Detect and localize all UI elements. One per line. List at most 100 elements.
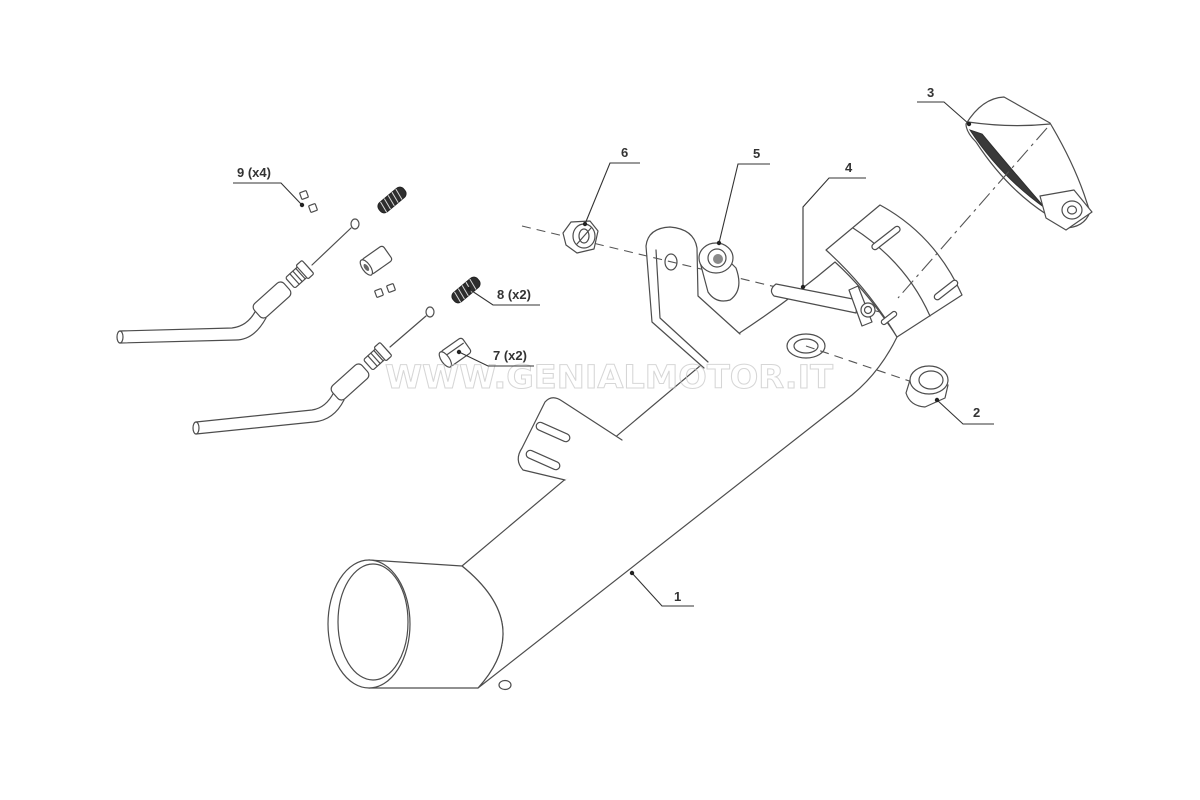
callout-label: 6 (621, 145, 628, 160)
coil-turn (391, 191, 399, 203)
cable-sheath (119, 309, 267, 344)
bolt-boss-inner (863, 305, 873, 315)
callout-8: 8 (x2) (466, 286, 540, 306)
adjuster-nut (373, 342, 392, 361)
cable-sheath (195, 391, 345, 435)
callout-label: 9 (x4) (237, 165, 271, 180)
thread-ridge (292, 270, 303, 283)
callout-leader (802, 177, 866, 287)
spring-coil (451, 276, 481, 304)
cable-sheath-end (192, 421, 200, 435)
callout-2: 2 (934, 397, 994, 425)
spring-coil (377, 186, 407, 214)
upper-bracket-edge (655, 249, 709, 363)
cable-lower (192, 306, 435, 435)
callout-label: 2 (973, 405, 980, 420)
callout-7: 7 (x2) (456, 348, 534, 367)
coil-turn (387, 195, 395, 207)
callout-dot (629, 570, 635, 576)
cable-sheath-end (116, 330, 124, 344)
coil-turn (454, 291, 462, 303)
callout-dot (716, 240, 722, 246)
bushing-bore-shadow (713, 254, 723, 264)
lower-bracket-slot (525, 449, 561, 471)
bolt-shank (770, 283, 859, 314)
sleeve-slit (446, 342, 464, 356)
cable-ferrule (330, 363, 370, 401)
cable-ferrule (252, 281, 292, 319)
callout-dot (800, 284, 806, 290)
part-7-sleeve (438, 337, 472, 368)
part-4-bolt (770, 283, 876, 327)
callout-leader (458, 351, 534, 367)
cable-adjuster (285, 260, 314, 289)
coil-turn (461, 285, 469, 297)
thread-ridge (295, 267, 306, 280)
thread-ridge (373, 349, 384, 362)
grommet-bore (918, 370, 944, 390)
callout-label: 3 (927, 85, 934, 100)
callout-leader (468, 288, 540, 306)
callout-leader (584, 162, 640, 225)
ferrule-body (252, 281, 292, 319)
part-9-block (374, 288, 384, 298)
callout-5: 5 (716, 146, 770, 246)
muffler-tip-inner-rim (337, 563, 409, 681)
sleeve-end (438, 351, 453, 368)
cable-wire (389, 315, 427, 348)
thread-ridge (289, 273, 300, 285)
part-2-grommet (905, 365, 949, 408)
sleeve-bore (363, 263, 370, 271)
lower-bracket-slot (535, 421, 571, 443)
callout-dot (966, 121, 972, 127)
callout-label: 1 (674, 589, 681, 604)
callout-dot (456, 349, 462, 355)
callout-label: 8 (x2) (497, 287, 531, 302)
part-9-block (308, 203, 318, 213)
callout-9: 9 (x4) (233, 165, 305, 208)
coil-turn (395, 188, 403, 200)
cable-end-ring (425, 306, 435, 318)
callout-dot (582, 221, 588, 227)
adjuster-nut (295, 260, 314, 279)
clamp-bolt-end (1066, 205, 1078, 215)
callout-1: 1 (629, 570, 694, 607)
callout-dot (934, 397, 940, 403)
callout-dot (466, 286, 472, 292)
clamp-axis-line (897, 127, 1048, 299)
collar-slot (933, 279, 959, 301)
nut-thread-line (576, 227, 592, 245)
cable-upper (116, 218, 360, 344)
callout-leader (936, 399, 994, 425)
callout-4: 4 (800, 160, 866, 290)
part-9-block (386, 283, 396, 293)
callout-dot (299, 202, 305, 208)
collar-slot (871, 225, 901, 251)
callout-6: 6 (582, 145, 640, 227)
part-3-clamp (965, 96, 1093, 231)
collar-band-line (852, 227, 931, 317)
cable-wire (311, 227, 352, 266)
part-5-bushing (698, 242, 740, 302)
muffler-tip-opening (327, 559, 411, 689)
clamp-rim-line (967, 121, 1051, 127)
callout-3: 3 (917, 85, 972, 127)
part-9-block (299, 190, 309, 200)
watermark: WWW.GENIALMOTOR.IT (385, 358, 833, 396)
callout-leader (718, 163, 770, 244)
callout-label: 7 (x2) (493, 348, 527, 363)
thread-ridge (367, 355, 378, 367)
callout-label: 4 (845, 160, 853, 175)
callout-leader (233, 182, 303, 206)
callout-label: 5 (753, 146, 760, 161)
part-6-nut (562, 220, 599, 254)
thread-ridge (370, 352, 381, 365)
coil-turn (457, 288, 465, 300)
ferrule-body (330, 363, 370, 401)
callout-leader (631, 572, 694, 607)
tip-screw (498, 679, 512, 691)
part-8-spring (377, 186, 407, 214)
cable-adjuster (363, 342, 392, 371)
coil-turn (380, 201, 388, 213)
